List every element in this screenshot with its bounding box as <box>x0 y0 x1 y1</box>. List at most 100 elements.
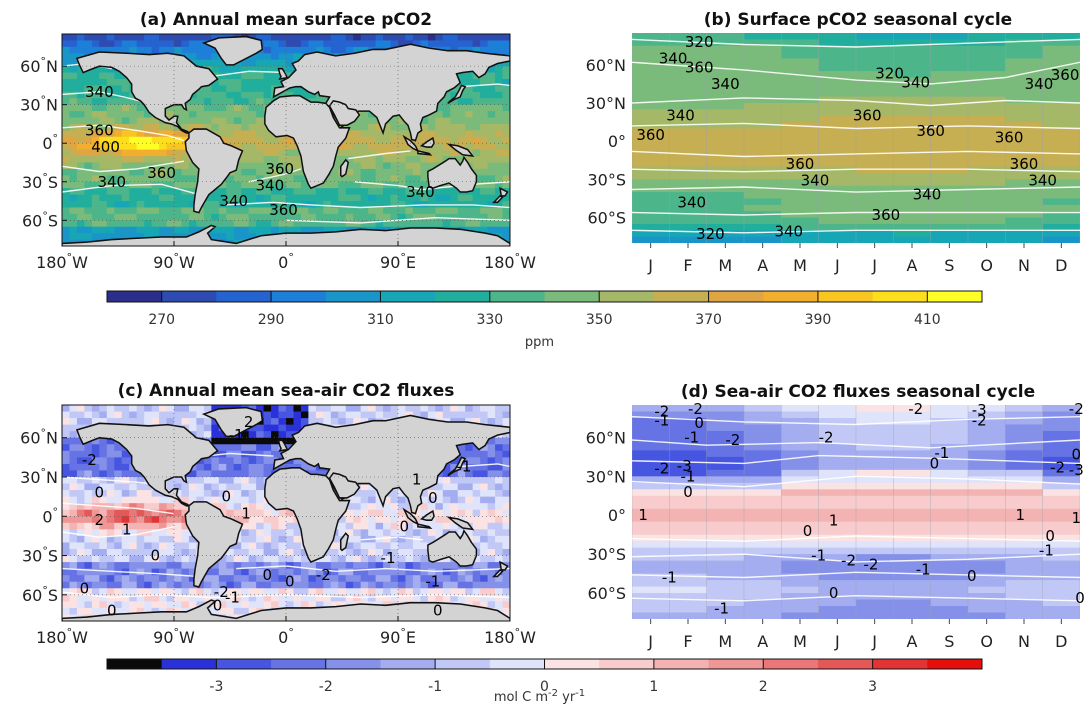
field-cell <box>1005 482 1044 490</box>
field-cell <box>480 40 489 48</box>
field-cell <box>62 457 71 465</box>
field-cell <box>315 568 324 576</box>
field-cell <box>271 562 280 570</box>
field-cell <box>487 98 496 106</box>
field-cell <box>69 188 78 196</box>
field-cell <box>174 581 183 589</box>
field-cell <box>114 490 123 498</box>
field-cell <box>263 156 272 164</box>
field-cell <box>62 175 71 183</box>
field-cell <box>442 483 451 491</box>
field-cell <box>893 83 932 91</box>
field-cell <box>315 581 324 589</box>
field-cell <box>375 568 384 576</box>
field-cell <box>706 502 745 510</box>
field-cell <box>129 34 138 42</box>
field-cell <box>256 463 265 472</box>
field-cell <box>1042 405 1080 413</box>
field-cell <box>99 213 108 221</box>
contour-label: -1 <box>381 549 396 567</box>
field-cell <box>930 33 969 40</box>
field-cell <box>166 575 175 583</box>
field-cell <box>669 560 708 568</box>
field-cell <box>293 424 302 432</box>
field-cell <box>211 46 220 54</box>
field-cell <box>62 516 71 524</box>
field-cell <box>159 411 168 419</box>
field-cell <box>91 130 100 138</box>
field-cell <box>390 405 399 413</box>
field-cell <box>412 411 421 419</box>
field-cell <box>383 411 392 419</box>
field-cell <box>487 562 496 570</box>
field-cell <box>308 568 317 576</box>
field-cell <box>248 168 257 176</box>
field-cell <box>706 495 745 503</box>
field-cell <box>360 143 369 151</box>
field-cell <box>412 181 421 189</box>
field-cell <box>502 46 510 54</box>
field-cell <box>174 168 183 176</box>
field-cell <box>271 450 280 458</box>
field-cell <box>203 581 212 589</box>
field-cell <box>263 418 272 426</box>
contour-label: 360 <box>786 155 815 173</box>
field-cell <box>330 555 339 563</box>
field-cell <box>76 483 85 491</box>
field-cell <box>1005 52 1044 60</box>
contour-line <box>632 211 1080 216</box>
field-cell <box>203 104 212 112</box>
field-cell <box>62 181 71 189</box>
field-cell <box>502 78 510 86</box>
field-cell <box>286 424 295 432</box>
x-tick-label: 90°E <box>380 251 416 272</box>
field-cell <box>706 489 745 497</box>
field-cell <box>69 40 78 48</box>
field-cell <box>472 411 481 419</box>
field-cell <box>114 457 123 465</box>
field-cell <box>226 207 235 215</box>
field-cell <box>106 575 115 583</box>
field-cell <box>323 601 332 609</box>
field-cell <box>248 503 257 511</box>
field-cell <box>114 529 123 537</box>
field-cell <box>263 143 272 151</box>
field-cell <box>487 201 496 209</box>
field-cell <box>495 490 504 498</box>
field-cell <box>256 594 265 602</box>
field-cell <box>315 40 324 48</box>
x-tick-label: A <box>907 256 918 275</box>
field-cell <box>76 136 85 144</box>
field-cell <box>99 457 108 465</box>
field-cell <box>502 457 510 465</box>
field-cell <box>353 405 362 413</box>
field-cell <box>91 562 100 570</box>
field-cell <box>196 46 205 54</box>
field-cell <box>338 549 347 557</box>
field-cell <box>211 607 220 616</box>
field-cell <box>196 59 205 67</box>
field-cell <box>248 594 257 602</box>
field-cell <box>383 522 392 530</box>
field-cell <box>487 220 496 228</box>
y-tick-label: 30°N <box>586 94 626 113</box>
field-cell <box>495 117 504 125</box>
field-cell <box>84 123 93 131</box>
field-cell <box>502 149 510 157</box>
field-cell <box>856 430 894 439</box>
field-cell <box>442 40 451 48</box>
field-cell <box>144 405 153 413</box>
field-cell <box>151 40 160 48</box>
field-cell <box>893 508 932 516</box>
field-cell <box>368 581 377 589</box>
field-cell <box>293 555 302 563</box>
field-cell <box>706 593 745 601</box>
field-cell <box>893 166 932 174</box>
field-cell <box>106 226 115 234</box>
field-cell <box>308 588 317 596</box>
field-cell <box>502 607 510 616</box>
field-cell <box>818 45 857 53</box>
field-cell <box>383 405 392 413</box>
field-cell <box>856 71 894 79</box>
field-cell <box>226 136 235 144</box>
